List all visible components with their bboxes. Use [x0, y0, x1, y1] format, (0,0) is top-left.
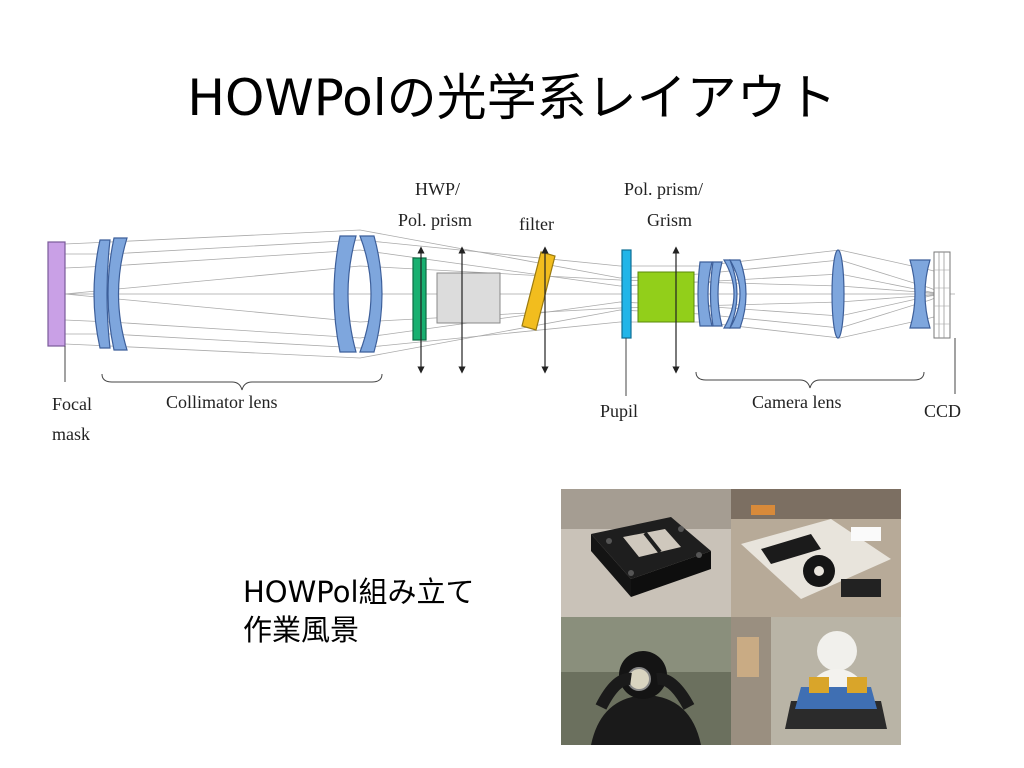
assembly-photo-grid	[561, 489, 901, 745]
cleanroom-assembly-photo	[731, 617, 901, 745]
collimator-lens-3	[333, 235, 357, 353]
collimator-lens-2	[107, 237, 128, 351]
focal-mask	[47, 241, 66, 347]
caption-line-1: HOWPol組み立て	[243, 575, 475, 609]
optical-layout-diagram: Focal mask Collimator lens HWP/ Pol. pri…	[47, 179, 961, 444]
focal-label-line1: Focal	[52, 394, 92, 414]
camera-lens-5	[831, 249, 845, 339]
polprism-label-line1: Pol. prism/	[624, 179, 703, 199]
caption-line-2: 作業風景	[243, 613, 360, 647]
grism-box	[637, 271, 695, 323]
ccd-detector	[933, 251, 951, 339]
camera-lens-1	[697, 261, 713, 327]
camera-bracket	[695, 371, 925, 389]
filter-label: filter	[519, 214, 554, 234]
camera-label: Camera lens	[752, 392, 841, 412]
hwp-plate	[412, 257, 427, 341]
hwp-label-line1: HWP/	[415, 179, 460, 199]
slide-title: HOWPolの光学系レイアウト	[187, 69, 837, 127]
pupil-plate	[621, 249, 632, 339]
camera-lens-4	[728, 259, 747, 329]
collimator-lens-4	[359, 235, 383, 353]
person-with-lens-photo	[561, 617, 731, 745]
filter-plate	[521, 251, 556, 331]
collimator-label: Collimator lens	[166, 392, 278, 412]
ccd-label: CCD	[924, 401, 961, 421]
metal-mount-photo	[561, 489, 731, 617]
polprism-label-line2: Grism	[647, 210, 692, 230]
pol-prism-box	[436, 272, 501, 324]
collimator-lens-1	[93, 239, 111, 349]
assembly-caption: HOWPol組み立て 作業風景	[243, 573, 475, 649]
pupil-label: Pupil	[600, 401, 638, 421]
camera-lens-2	[709, 261, 723, 327]
hwp-label-line2: Pol. prism	[398, 210, 472, 230]
camera-lens-6	[909, 259, 931, 329]
collimator-bracket	[101, 373, 383, 391]
parts-on-table-photo	[731, 489, 901, 617]
focal-label-line2: mask	[52, 424, 90, 444]
